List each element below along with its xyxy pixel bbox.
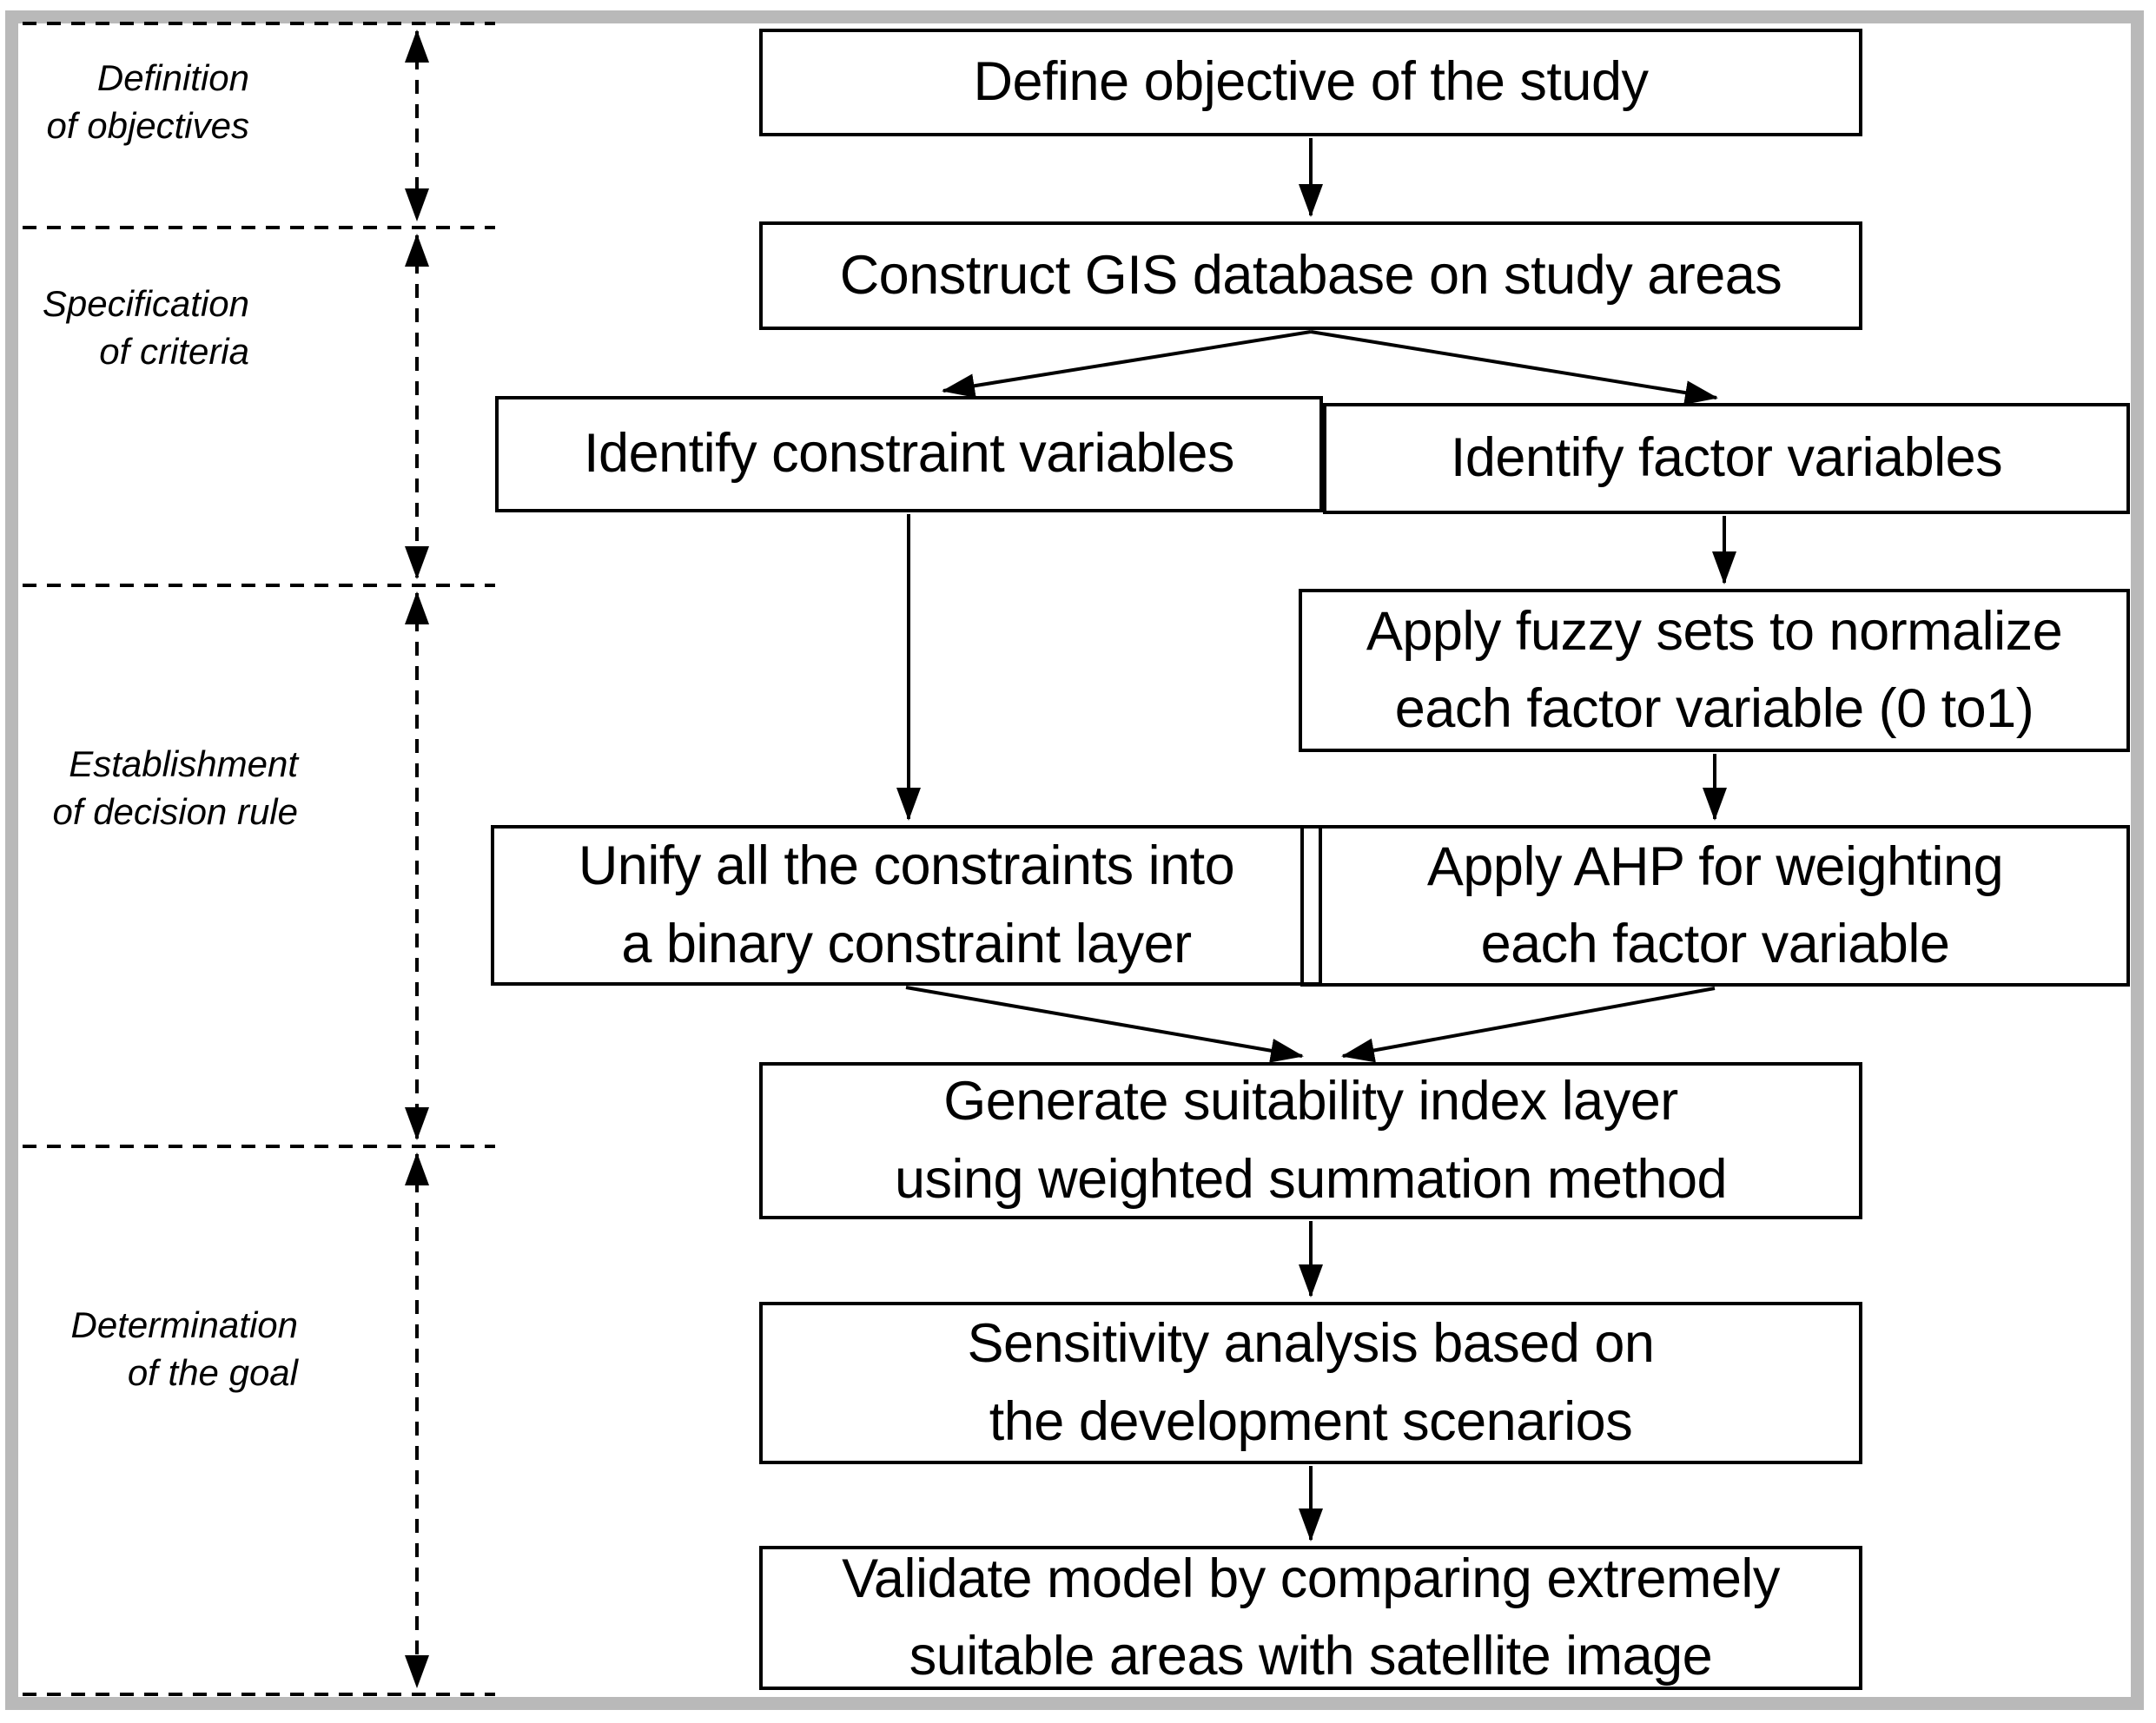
flow-box-sensitivity-analysis: Sensitivity analysis based on the develo…: [759, 1302, 1862, 1464]
arrow-construct-to-constraint: [942, 330, 1312, 399]
phase-label-determination-of-the-goal: Determination of the goal: [70, 1304, 298, 1394]
flow-box-apply-ahp: Apply AHP for weighting each factor vari…: [1300, 825, 2130, 987]
flow-box-label: Identify constraint variables: [584, 423, 1234, 485]
flow-box-label: Sensitivity analysis based on the develo…: [967, 1313, 1655, 1452]
flow-box-apply-fuzzy-sets: Apply fuzzy sets to normalize each facto…: [1299, 589, 2130, 752]
flow-box-identify-factor-variables: Identify factor variables: [1323, 403, 2130, 514]
flow-arrows: [896, 138, 1736, 1541]
phase-label-establishment-of-decision-rule: Establishment of decision rule: [52, 743, 299, 833]
flow-box-label: Define objective of the study: [973, 51, 1649, 113]
arrow-unify-to-generate: [905, 986, 1304, 1063]
flow-box-define-objective: Define objective of the study: [759, 29, 1862, 136]
phase-axis: [23, 22, 495, 1696]
flow-box-validate-model: Validate model by comparing extremely su…: [759, 1546, 1862, 1690]
phase-label-definition-of-objectives: Definition of objectives: [46, 57, 249, 147]
flow-box-generate-suitability-index: Generate suitability index layer using w…: [759, 1062, 1862, 1219]
arrow-construct-to-factor: [1310, 330, 1718, 406]
flow-box-construct-gis-database: Construct GIS database on study areas: [759, 221, 1862, 330]
flow-box-label: Generate suitability index layer using w…: [894, 1071, 1728, 1210]
flow-box-label: Unify all the constraints into a binary …: [578, 835, 1235, 974]
flow-box-label: Validate model by comparing extremely su…: [842, 1548, 1780, 1687]
phase-label-specification-of-criteria: Specification of criteria: [42, 283, 249, 373]
flow-box-label: Apply fuzzy sets to normalize each facto…: [1366, 600, 2063, 739]
flow-box-label: Construct GIS database on study areas: [839, 244, 1782, 306]
flow-box-unify-constraints: Unify all the constraints into a binary …: [491, 825, 1322, 986]
flow-box-label: Identify factor variables: [1450, 427, 2003, 489]
flow-box-identify-constraint-variables: Identify constraint variables: [495, 396, 1323, 512]
arrow-ahp-to-generate: [1341, 987, 1716, 1063]
flow-box-label: Apply AHP for weighting each factor vari…: [1426, 835, 2004, 974]
